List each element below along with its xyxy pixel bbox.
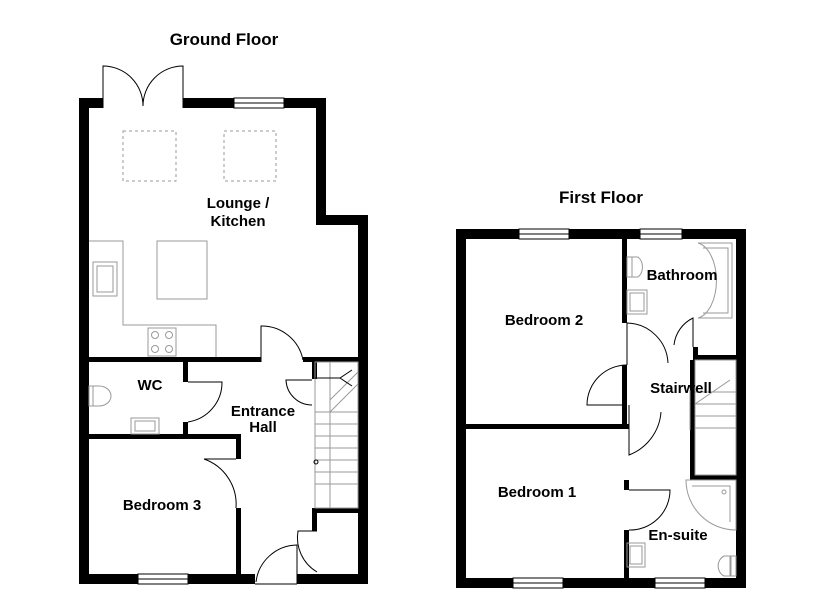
- wc-label: WC: [138, 377, 163, 394]
- bedroom-2-label: Bedroom 2: [505, 312, 583, 329]
- en-suite-fittings: [626, 479, 737, 577]
- skylight-right: [223, 130, 277, 182]
- kitchen-island: [156, 240, 208, 300]
- first-floor-title: First Floor: [559, 188, 643, 207]
- bedroom-3-label: Bedroom 3: [123, 497, 201, 514]
- ground-floor-title: Ground Floor: [170, 30, 279, 49]
- wc-basin-icon: [130, 417, 160, 435]
- bedroom-1-label: Bedroom 1: [498, 484, 576, 501]
- bedroom2-east-wall-upper: [622, 239, 627, 323]
- lounge-kitchen-label-line2: Kitchen: [210, 213, 265, 230]
- bedroom-1-door: [628, 405, 662, 456]
- front-door: [255, 544, 298, 585]
- skylight-left: [122, 130, 177, 182]
- cupboard-door: [296, 530, 318, 573]
- bathroom-stub: [693, 347, 698, 355]
- bedroom3-hall-wall-lower: [236, 508, 241, 574]
- entrance-hall-label-line2: Hall: [249, 419, 277, 436]
- stair-landing-wall: [690, 360, 695, 475]
- hob-icon: [147, 327, 177, 357]
- bedroom2-east-wall-lower: [622, 365, 627, 425]
- lounge-kitchen-label: Lounge /: [207, 195, 270, 212]
- ground-staircase: [313, 361, 359, 509]
- first-floor-plan: First Floor Bathroom Bedroom 2 Stairwell…: [456, 188, 746, 589]
- bathroom-door: [673, 317, 694, 347]
- bath-icon: [697, 242, 733, 319]
- shower-icon: [685, 479, 737, 531]
- wc-bedroom-wall: [89, 434, 241, 439]
- lounge-hall-wall-left: [89, 357, 261, 362]
- kitchen-fittings: [89, 130, 277, 357]
- cupboard-wall-v: [312, 513, 317, 531]
- entrance-hall-label: Entrance: [231, 403, 295, 420]
- en-suite-label: En-suite: [648, 527, 707, 544]
- wc-fittings: [88, 385, 160, 435]
- bathroom-fittings: [626, 242, 733, 319]
- landing-door: [586, 364, 628, 406]
- en-suite-basin-icon: [626, 542, 646, 568]
- bathroom-basin-icon: [626, 289, 648, 315]
- bathroom-label: Bathroom: [647, 267, 718, 284]
- ground-floor-plan: Ground Floor Lounge / Kitchen WC Entranc…: [79, 30, 368, 586]
- ensuite-west-wall-upper: [624, 480, 629, 490]
- french-doors: [102, 65, 184, 108]
- en-suite-toilet-icon: [717, 555, 731, 577]
- lounge-hall-wall-right: [303, 357, 358, 362]
- ensuite-north-wall: [690, 475, 736, 480]
- worktop: [89, 240, 217, 357]
- kitchen-sink-icon: [92, 261, 118, 297]
- stairwell-label: Stairwell: [650, 380, 712, 397]
- bedroom-2-door: [626, 322, 669, 365]
- lounge-door: [260, 325, 304, 362]
- bathroom-toilet-icon: [631, 256, 643, 278]
- cupboard-wall-h: [312, 508, 358, 513]
- wc-door: [187, 381, 223, 423]
- toilet-icon: [92, 385, 112, 407]
- bathroom-south-wall: [693, 355, 736, 360]
- first-floor-staircase: [689, 359, 737, 476]
- wc-hall-wall-lower: [183, 422, 188, 439]
- wc-hall-wall-upper: [183, 362, 188, 382]
- bedroom-3-door: [203, 458, 237, 509]
- en-suite-door: [628, 489, 671, 531]
- bedroom-divider-wall: [466, 424, 629, 429]
- hall-door: [285, 379, 313, 406]
- bedroom3-hall-wall-upper: [236, 439, 241, 459]
